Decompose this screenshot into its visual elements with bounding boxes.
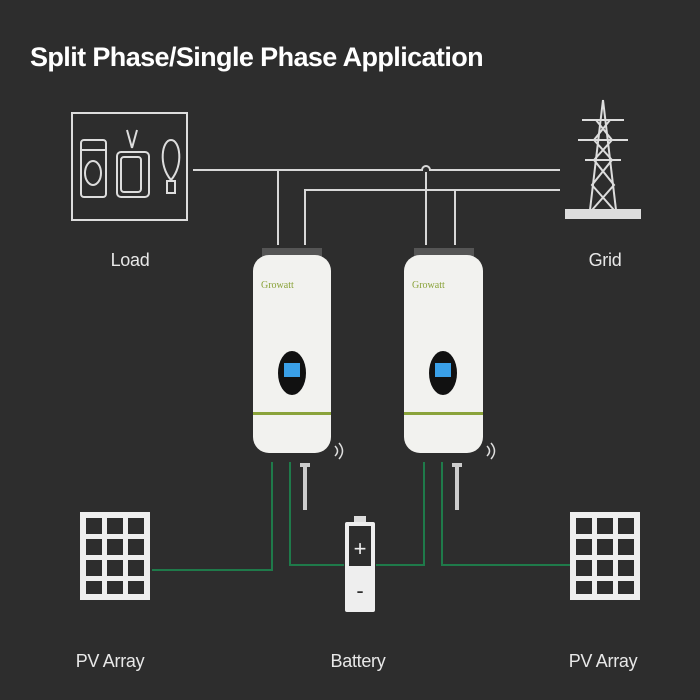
pv-right-wire xyxy=(441,462,570,566)
ac-line-1 xyxy=(193,165,560,171)
svg-text:+: + xyxy=(354,536,367,561)
inverter-1-brand: Growatt xyxy=(261,280,294,291)
inverter-2 xyxy=(404,248,496,510)
tv-icon xyxy=(116,129,150,198)
antenna-icon xyxy=(452,463,462,510)
pv-left-wire xyxy=(152,462,273,571)
wifi-icon xyxy=(334,442,344,460)
wifi-icon xyxy=(486,442,496,460)
pv-array-left-icon xyxy=(80,512,150,600)
battery-label: Battery xyxy=(330,651,386,671)
load-icon xyxy=(71,112,188,221)
pv-array-right-icon xyxy=(570,512,640,600)
ac-wires xyxy=(193,165,560,245)
washing-machine-icon xyxy=(80,139,107,198)
grid-label: Grid xyxy=(588,250,622,270)
battery-icon: + - xyxy=(345,516,375,612)
pv-array-right-label: PV Array xyxy=(568,651,638,671)
light-bulb-icon xyxy=(161,138,181,194)
inverter-2-brand: Growatt xyxy=(412,280,445,291)
dc-wires xyxy=(152,462,570,571)
inverter-1-screen xyxy=(284,363,300,377)
load-label: Load xyxy=(110,250,150,270)
svg-text:-: - xyxy=(356,578,363,603)
inverter-1 xyxy=(253,248,344,510)
battery-wire-1 xyxy=(289,462,344,566)
ac-line-2 xyxy=(304,189,560,245)
antenna-icon xyxy=(300,463,310,510)
inverter-2-screen xyxy=(435,363,451,377)
battery-wire-2 xyxy=(376,462,425,566)
pv-array-left-label: PV Array xyxy=(75,651,145,671)
diagram-title: Split Phase/Single Phase Application xyxy=(30,42,484,72)
grid-tower-icon xyxy=(565,99,641,219)
